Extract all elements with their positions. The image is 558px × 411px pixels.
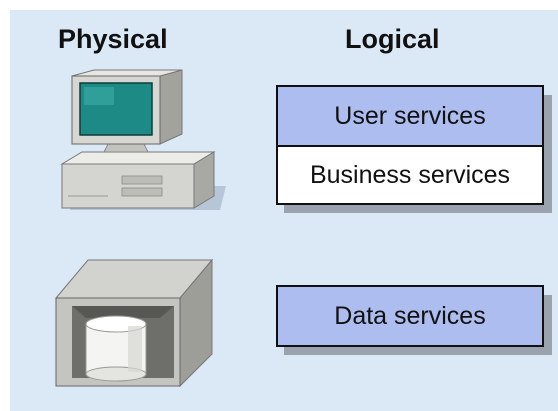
logical-heading: Logical (345, 24, 440, 54)
user-services-box: User services (276, 85, 544, 147)
business-services-box: Business services (276, 145, 544, 205)
data-services-box: Data services (276, 285, 544, 347)
desktop-computer-icon (60, 69, 226, 210)
database-server-icon (54, 258, 214, 388)
physical-heading: Physical (58, 24, 168, 54)
